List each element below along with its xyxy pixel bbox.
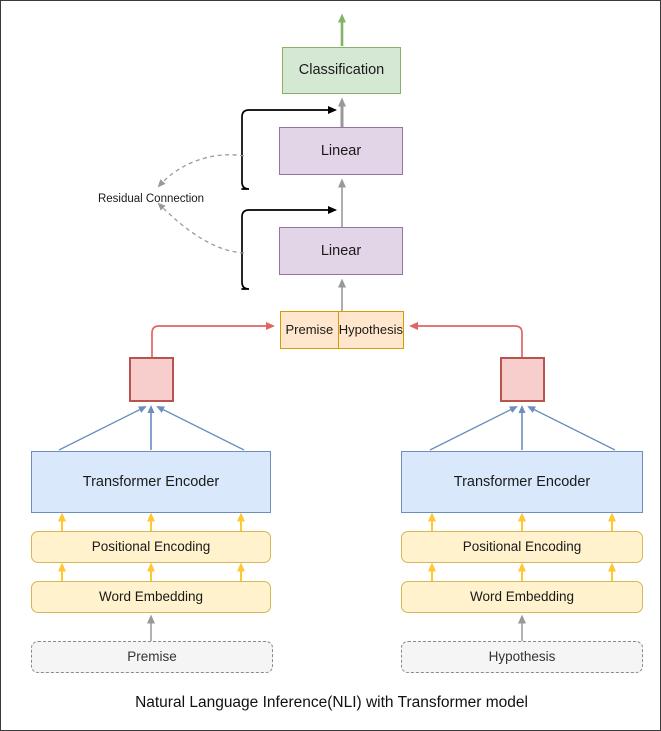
residual-connection-text: Residual Connection xyxy=(97,193,205,206)
node-transformer-encoder-left[interactable]: Transformer Encoder xyxy=(31,451,271,513)
diagram-caption: Natural Language Inference(NLI) with Tra… xyxy=(1,694,660,712)
node-input-hypothesis[interactable]: Hypothesis xyxy=(401,641,643,673)
residual-annotation-upper xyxy=(157,154,245,188)
node-word-embedding-right[interactable]: Word Embedding xyxy=(401,581,643,613)
concat-cell-hypothesis[interactable]: Hypothesis xyxy=(339,312,403,348)
node-linear-top[interactable]: Linear xyxy=(279,127,403,175)
node-input-hypothesis-label: Hypothesis xyxy=(488,649,556,665)
node-pooling-left[interactable] xyxy=(129,357,174,402)
node-word-embedding-right-label: Word Embedding xyxy=(469,589,575,605)
concat-cell-hypothesis-label: Hypothesis xyxy=(338,321,403,337)
node-positional-encoding-left[interactable]: Positional Encoding xyxy=(31,531,271,563)
arrow-encoder-left-pool-a xyxy=(58,406,147,451)
node-concat-premise-hypothesis[interactable]: Premise Hypothesis xyxy=(280,311,404,349)
node-word-embedding-left[interactable]: Word Embedding xyxy=(31,581,271,613)
residual-skip-upper xyxy=(241,106,337,190)
residual-annotation-lower xyxy=(157,202,245,254)
node-classification-label: Classification xyxy=(298,62,385,79)
node-positional-encoding-right[interactable]: Positional Encoding xyxy=(401,531,643,563)
node-transformer-encoder-right[interactable]: Transformer Encoder xyxy=(401,451,643,513)
node-positional-encoding-left-label: Positional Encoding xyxy=(91,539,211,555)
node-transformer-encoder-left-label: Transformer Encoder xyxy=(82,473,220,490)
node-input-premise-label: Premise xyxy=(127,649,177,665)
concat-cell-premise-label: Premise xyxy=(285,321,334,337)
arrow-encoder-right-pool-c xyxy=(527,406,616,451)
node-linear-bottom-label: Linear xyxy=(320,242,362,259)
node-linear-bottom[interactable]: Linear xyxy=(279,227,403,275)
node-pooling-right[interactable] xyxy=(500,357,545,402)
arrow-encoder-left-pool-c xyxy=(156,406,245,451)
node-classification[interactable]: Classification xyxy=(282,47,401,94)
node-word-embedding-left-label: Word Embedding xyxy=(98,589,204,605)
node-transformer-encoder-right-label: Transformer Encoder xyxy=(453,473,591,490)
node-input-premise[interactable]: Premise xyxy=(31,641,273,673)
node-positional-encoding-right-label: Positional Encoding xyxy=(462,539,582,555)
arrow-pool-right-to-hypothesis xyxy=(409,322,523,357)
arrow-pool-left-to-premise xyxy=(151,322,275,357)
arrow-encoder-right-pool-a xyxy=(429,406,518,451)
diagram-caption-text: Natural Language Inference(NLI) with Tra… xyxy=(135,694,528,711)
node-linear-top-label: Linear xyxy=(320,142,362,159)
residual-connection-label: Residual Connection xyxy=(89,191,213,209)
concat-cell-premise[interactable]: Premise xyxy=(281,312,339,348)
residual-skip-lower xyxy=(241,206,337,290)
